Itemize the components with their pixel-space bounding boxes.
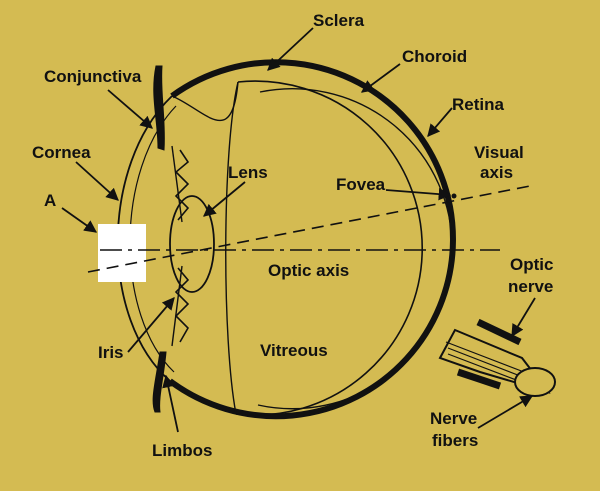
label-fovea: Fovea: [336, 175, 386, 194]
label-optic-axis: Optic axis: [268, 261, 349, 280]
label-visual-axis-line1: Visual: [474, 143, 524, 162]
label-iris: Iris: [98, 343, 124, 362]
optic-nerve-end: [515, 368, 555, 396]
label-choroid: Choroid: [402, 47, 467, 66]
label-a: A: [44, 191, 56, 210]
label-optic-nerve-line2: nerve: [508, 277, 553, 296]
label-nerve-fibers-line2: fibers: [432, 431, 478, 450]
fovea-point: [452, 194, 457, 199]
label-visual-axis-line2: axis: [480, 163, 513, 182]
label-sclera: Sclera: [313, 11, 365, 30]
label-cornea: Cornea: [32, 143, 91, 162]
label-conjunctiva: Conjunctiva: [44, 67, 142, 86]
label-optic-nerve-line1: Optic: [510, 255, 553, 274]
label-lens: Lens: [228, 163, 268, 182]
label-nerve-fibers-line1: Nerve: [430, 409, 477, 428]
label-vitreous: Vitreous: [260, 341, 328, 360]
label-limbos: Limbos: [152, 441, 212, 460]
pupil-window: [98, 224, 146, 282]
label-retina: Retina: [452, 95, 505, 114]
